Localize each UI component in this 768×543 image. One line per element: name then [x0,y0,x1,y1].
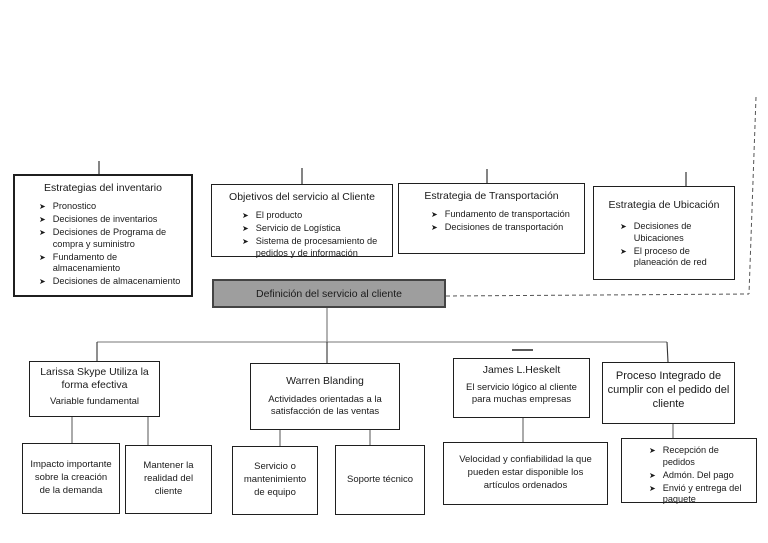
list-item: ➤ Decisiones de Programa de compra y sumi… [39,227,187,251]
node-text: Impacto importante sobre la creación de … [30,459,112,496]
list-item-text: Envió y entrega del paquete [662,482,742,505]
list-item: ➤ El proceso de planeación de red [620,246,730,270]
arrow-bullet-icon: ➤ [620,246,627,256]
node-title: Estrategia de Ubicación [608,199,720,211]
list-item: ➤ El producto [242,210,388,222]
arrow-bullet-icon: ➤ [649,446,656,455]
list-item: ➤ Recepción de pedidos [649,445,752,469]
node-title: Objetivos del servicio al Cliente [229,191,375,203]
node-subtitle: Actividades orientadas a la satisfacción… [268,394,382,418]
arrow-bullet-icon: ➤ [431,223,438,233]
list-item-text: Decisiones de almacenamiento [52,276,181,287]
list-item-text: El producto [255,210,303,221]
bullet-list: ➤ El producto ➤ Servicio de Logística ➤ Sis… [212,210,392,260]
list-item: ➤ Decisiones de transportación [431,222,580,234]
list-item-text: Fundamento de almacenamiento [52,251,121,274]
list-item: ➤ Sistema de procesamiento de pedidos y d… [242,236,388,260]
node-text: Mantener la realidad del cliente [143,460,194,497]
node-subtitle: Variable fundamental [49,396,140,408]
arrow-bullet-icon: ➤ [242,224,249,234]
list-item: ➤ Pronostico [39,201,187,213]
node-estrategias-del-inventario: Estrategias del inventario ➤ Pronostico ➤… [13,174,193,297]
wire-right-horizontal [445,293,750,297]
node-text: Velocidad y confiabilidad la que pueden … [459,454,592,491]
node-text: Soporte técnico [346,473,413,485]
central-node-label: Definición del servicio al cliente [256,287,402,300]
bullet-list: ➤ Decisiones de Ubicaciones ➤ El proceso d… [594,221,734,269]
wire-right-vertical [748,96,757,295]
list-item-text: Fundamento de transportación [444,209,570,220]
node-james-heskelt: James L.Heskelt El servicio lógico al cl… [453,358,590,418]
arrow-bullet-icon: ➤ [620,222,627,232]
list-item: ➤ Decisiones de inventarios [39,214,187,226]
list-item: ➤ Servicio de Logística [242,223,388,235]
list-item-text: El proceso de planeación de red [633,245,707,268]
list-item-text: Pronostico [52,201,97,212]
list-item-text: Recepción de pedidos [662,445,719,467]
node-recepcion-pedidos-list: ➤ Recepción de pedidos ➤ Admón. Del pago ➤… [621,438,757,506]
list-item-text: Servicio de Logística [255,223,341,234]
node-impacto-demanda: Impacto importante sobre la creación de … [22,443,120,514]
node-text: Servicio o mantenimiento de equipo [243,461,307,498]
arrow-bullet-icon: ➤ [39,215,46,225]
node-title: Larissa Skype Utiliza la forma efectiva [40,366,149,392]
node-title: James L.Heskelt [482,364,561,376]
list-item: ➤ Decisiones de Ubicaciones [620,221,730,245]
arrow-bullet-icon: ➤ [242,211,249,221]
node-title: Estrategias del inventario [44,182,162,194]
arrow-bullet-icon: ➤ [39,202,46,212]
list-item: ➤ Admón. Del pago [649,470,752,482]
stub-proceso [666,341,669,363]
node-title: Estrategia de Transportación [424,190,559,202]
arrow-bullet-icon: ➤ [39,277,46,287]
list-item-text: Admón. Del pago [662,469,734,480]
list-item: ➤ Fundamento de transportación [431,209,580,221]
node-subtitle: El servicio lógico al cliente para mucha… [466,382,577,406]
arrow-bullet-icon: ➤ [649,483,656,493]
node-larissa-skype: Larissa Skype Utiliza la forma efectiva … [29,361,160,417]
node-warren-blanding: Warren Blanding Actividades orientadas a… [250,363,400,430]
list-item: ➤ Fundamento de almacenamiento [39,252,187,276]
node-mantener-realidad: Mantener la realidad del cliente [125,445,212,514]
list-item-text: Decisiones de inventarios [52,214,158,225]
node-estrategia-de-ubicacion: Estrategia de Ubicación ➤ Decisiones de U… [593,186,735,280]
node-soporte-tecnico: Soporte técnico [335,445,425,515]
list-item-text: Decisiones de transportación [444,222,564,233]
node-proceso-integrado: Proceso Integrado de cumplir con el pedi… [602,362,735,424]
node-objetivos-del-servicio: Objetivos del servicio al Cliente ➤ El pr… [211,184,393,260]
node-servicio-mantenimiento: Servicio o mantenimiento de equipo [232,446,318,515]
node-velocidad-confiabilidad: Velocidad y confiabilidad la que pueden … [443,442,608,505]
node-title: Warren Blanding [286,375,364,387]
arrow-bullet-icon: ➤ [39,228,46,238]
list-item-text: Sistema de procesamiento de pedidos y de… [255,236,378,258]
arrow-bullet-icon: ➤ [242,237,249,247]
bullet-list: ➤ Recepción de pedidos ➤ Admón. Del pago ➤… [622,445,756,506]
node-estrategia-de-transportacion: Estrategia de Transportación ➤ Fundamento… [398,183,585,254]
list-item-text: Decisiones de Programa de compra y sumin… [52,227,167,249]
bullet-list: ➤ Pronostico ➤ Decisiones de inventarios ➤… [15,201,191,288]
arrow-bullet-icon: ➤ [431,210,438,220]
bullet-list: ➤ Fundamento de transportación ➤ Decisione… [399,209,584,234]
list-item: ➤ Envió y entrega del paquete [649,483,752,507]
arrow-bullet-icon: ➤ [39,252,46,262]
node-definicion-servicio-cliente: Definición del servicio al cliente [212,279,446,308]
list-item-text: Decisiones de Ubicaciones [633,221,692,243]
list-item: ➤ Decisiones de almacenamiento [39,276,187,288]
arrow-bullet-icon: ➤ [649,470,656,480]
node-title: Proceso Integrado de cumplir con el pedi… [607,370,730,410]
